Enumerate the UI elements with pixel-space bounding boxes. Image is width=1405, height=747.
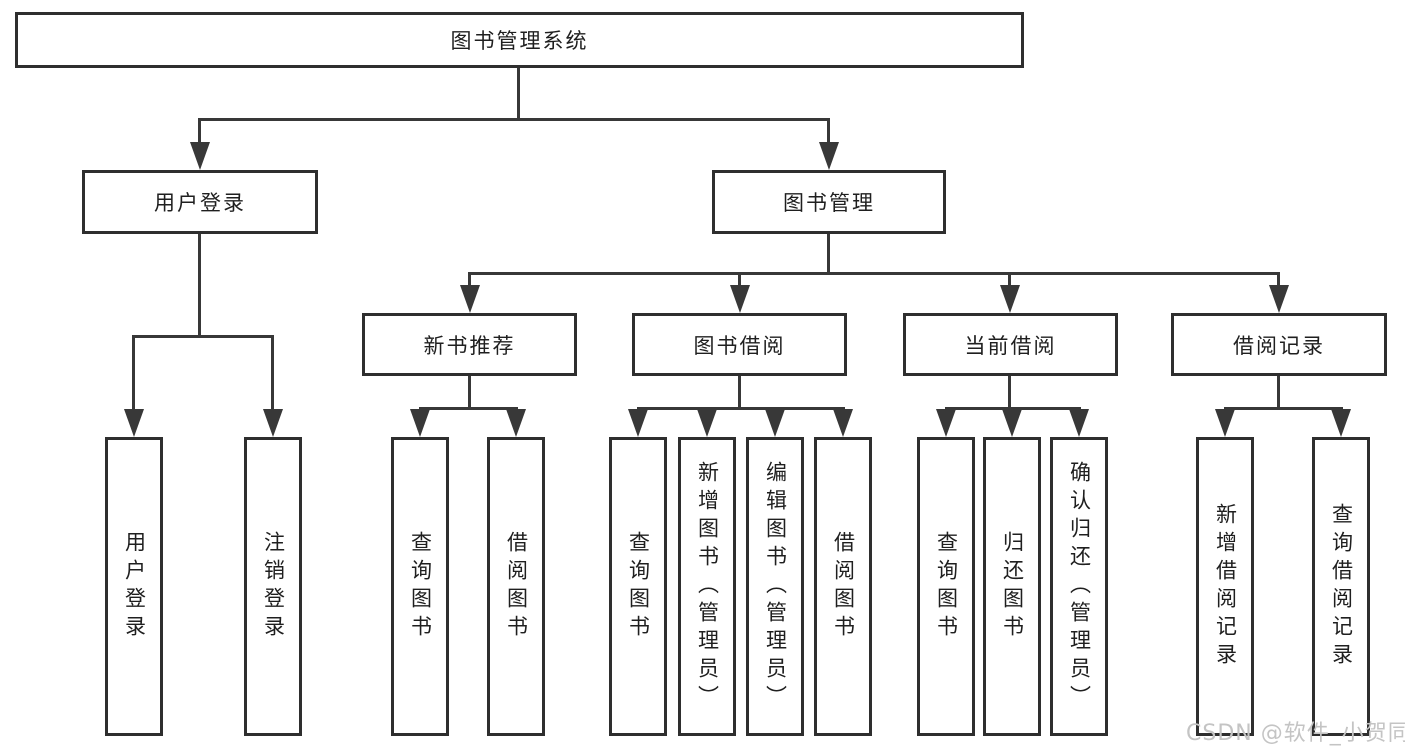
node-label: 当前借阅	[964, 333, 1057, 358]
node-user-login: 用户登录	[82, 170, 318, 234]
leaf-query-books-borrow: 查询图书	[609, 437, 667, 736]
arrow-down-icon	[1002, 409, 1022, 437]
leaf-edit-book-admin: 编辑图书（管理员）	[746, 437, 804, 736]
leaf-label: 归还图书	[1000, 530, 1025, 643]
leaf-confirm-return-admin: 确认归还（管理员）	[1050, 437, 1108, 736]
connector-line	[1008, 376, 1011, 409]
connector-line	[468, 272, 1280, 275]
connector-line	[738, 376, 741, 409]
node-new-book-recommend: 新书推荐	[362, 313, 577, 376]
node-book-management: 图书管理	[712, 170, 946, 234]
leaf-label: 确认归还（管理员）	[1067, 460, 1092, 713]
leaf-label: 新增借阅记录	[1213, 502, 1238, 671]
leaf-add-book-admin: 新增图书（管理员）	[678, 437, 736, 736]
arrow-down-icon	[1331, 409, 1351, 437]
leaf-query-borrow-record: 查询借阅记录	[1312, 437, 1370, 736]
arrow-down-icon	[819, 142, 839, 170]
node-label: 借阅记录	[1233, 333, 1325, 358]
connector-line	[517, 68, 520, 120]
node-root: 图书管理系统	[15, 12, 1024, 68]
connector-line	[1008, 272, 1011, 287]
node-label: 图书借阅	[693, 333, 786, 358]
node-borrow-records: 借阅记录	[1171, 313, 1387, 376]
connector-line	[827, 234, 830, 274]
arrow-down-icon	[730, 285, 750, 313]
arrow-down-icon	[1069, 409, 1089, 437]
connector-line	[133, 335, 274, 338]
leaf-label: 查询借阅记录	[1329, 502, 1354, 671]
leaf-return-book: 归还图书	[983, 437, 1041, 736]
arrow-down-icon	[628, 409, 648, 437]
arrow-down-icon	[1215, 409, 1235, 437]
connector-line	[637, 407, 845, 410]
arrow-down-icon	[410, 409, 430, 437]
leaf-label: 新增图书（管理员）	[695, 460, 720, 713]
node-label: 用户登录	[154, 191, 246, 215]
arrow-down-icon	[506, 409, 526, 437]
leaf-user-login: 用户登录	[105, 437, 163, 736]
leaf-query-books-current: 查询图书	[917, 437, 975, 736]
arrow-down-icon	[765, 409, 785, 437]
arrow-down-icon	[1269, 285, 1289, 313]
node-root-label: 图书管理系统	[450, 29, 589, 53]
connector-line	[1277, 272, 1280, 287]
leaf-label: 借阅图书	[504, 530, 529, 643]
watermark: CSDN @软件_小贺同学	[1186, 721, 1405, 746]
node-book-borrow: 图书借阅	[632, 313, 847, 376]
connector-line	[198, 118, 201, 144]
arrow-down-icon	[697, 409, 717, 437]
leaf-label: 用户登录	[122, 530, 147, 643]
leaf-logout: 注销登录	[244, 437, 302, 736]
node-label: 图书管理	[783, 191, 875, 215]
connector-line	[1224, 407, 1343, 410]
leaf-label: 查询图书	[626, 530, 651, 643]
connector-line	[198, 234, 201, 337]
connector-line	[468, 376, 471, 409]
node-current-borrow: 当前借阅	[903, 313, 1118, 376]
arrow-down-icon	[263, 409, 283, 437]
connector-line	[419, 407, 518, 410]
arrow-down-icon	[936, 409, 956, 437]
arrow-down-icon	[124, 409, 144, 437]
arrow-down-icon	[1000, 285, 1020, 313]
connector-line	[198, 118, 830, 121]
leaf-borrow-books-recommend: 借阅图书	[487, 437, 545, 736]
connector-line	[1277, 376, 1280, 409]
leaf-label: 查询图书	[934, 530, 959, 643]
connector-line	[827, 118, 830, 144]
leaf-label: 借阅图书	[831, 530, 856, 643]
arrow-down-icon	[460, 285, 480, 313]
leaf-add-borrow-record: 新增借阅记录	[1196, 437, 1254, 736]
leaf-label: 注销登录	[261, 530, 286, 643]
leaf-label: 编辑图书（管理员）	[763, 460, 788, 713]
leaf-borrow-books: 借阅图书	[814, 437, 872, 736]
arrow-down-icon	[833, 409, 853, 437]
leaf-label: 查询图书	[408, 530, 433, 643]
connector-line	[945, 407, 1081, 410]
node-label: 新书推荐	[423, 333, 516, 358]
connector-line	[271, 335, 274, 411]
connector-line	[468, 272, 471, 287]
leaf-query-books-recommend: 查询图书	[391, 437, 449, 736]
connector-line	[132, 335, 135, 411]
connector-line	[738, 272, 741, 287]
arrow-down-icon	[190, 142, 210, 170]
